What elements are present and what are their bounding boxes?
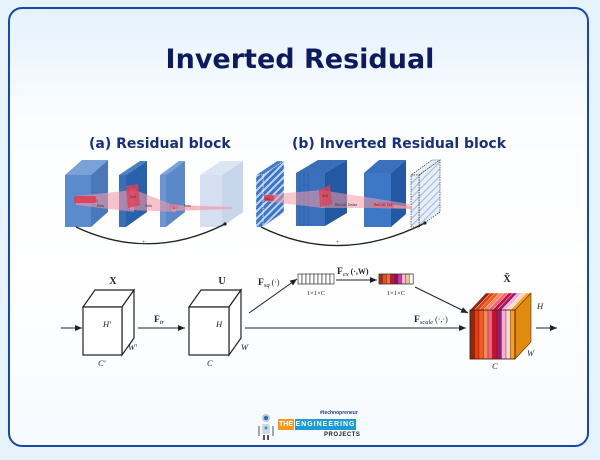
excite-cell bbox=[394, 273, 399, 285]
inverted-residual-block-label: (b) Inverted Residual block bbox=[292, 136, 507, 152]
residual-block-diagram: 1 3x3 1 Relu Relu Relu + bbox=[65, 160, 243, 246]
inverted-op-1: 1x1 bbox=[265, 197, 271, 201]
excite-cell bbox=[409, 273, 414, 285]
residual-act-3: Relu bbox=[184, 204, 191, 208]
inverted-depthwise-layer bbox=[364, 160, 406, 227]
inverted-output-layer bbox=[410, 159, 441, 228]
squeeze-cell bbox=[329, 273, 335, 285]
output-channel-front bbox=[492, 309, 498, 360]
input-tensor-width: W′ bbox=[128, 342, 137, 352]
residual-op-3: 1 bbox=[173, 206, 175, 210]
se-block-diagram: X H′ W′ C′ Ftr U H W C Fsq (·) 1×1×C Fex… bbox=[61, 267, 557, 371]
scale-label: Fscale (·,·) bbox=[414, 315, 448, 326]
input-tensor-channels: C′ bbox=[98, 358, 106, 368]
mid-tensor-channels: C bbox=[207, 358, 213, 368]
residual-op-1: 1 bbox=[96, 199, 98, 203]
excite-cell bbox=[378, 273, 383, 285]
mid-tensor-width: W bbox=[241, 342, 249, 352]
output-channel-front bbox=[483, 309, 489, 360]
residual-skip-connection bbox=[75, 223, 226, 245]
input-tensor-name: X bbox=[109, 276, 117, 287]
mid-tensor-u bbox=[187, 288, 243, 357]
output-channel-front bbox=[501, 309, 507, 360]
excite-shape: 1×1×C bbox=[387, 290, 405, 297]
output-tensor-channels: C bbox=[492, 361, 498, 371]
squeeze-cell bbox=[305, 273, 311, 285]
transform-label: Ftr bbox=[154, 315, 165, 326]
residual-layer-3 bbox=[160, 161, 185, 227]
logo-word-engineering: ENGINEERING bbox=[295, 419, 356, 430]
inverted-op-2: 3x3 bbox=[322, 194, 328, 198]
inverted-skip-connection bbox=[260, 222, 426, 247]
excite-to-output-arrow bbox=[414, 286, 469, 314]
output-tensor-x-tilde bbox=[469, 292, 532, 360]
excite-cell bbox=[401, 273, 406, 285]
inverted-act-1: ReLU6, Dwise bbox=[335, 203, 357, 207]
logo-word-projects: PROJECTS bbox=[324, 432, 361, 438]
output-tensor-name: X̃ bbox=[503, 272, 511, 285]
residual-layer-4-output bbox=[200, 161, 243, 227]
residual-op-2: 3x3 bbox=[130, 195, 136, 199]
squeeze-cell bbox=[325, 273, 331, 285]
squeeze-cell bbox=[309, 273, 315, 285]
logo-tagline: #technopreneur bbox=[320, 410, 358, 416]
output-channel-front bbox=[505, 309, 511, 360]
excite-cell bbox=[382, 273, 387, 285]
mid-tensor-name: U bbox=[218, 276, 225, 287]
robot-icon bbox=[258, 414, 274, 440]
output-tensor-height: H bbox=[536, 301, 544, 311]
output-channel-front bbox=[496, 309, 502, 360]
output-channel-front bbox=[469, 309, 475, 360]
output-channel-front bbox=[478, 309, 484, 360]
input-tensor-height: H′ bbox=[102, 319, 111, 329]
squeeze-cell bbox=[313, 273, 319, 285]
squeeze-cell bbox=[297, 273, 303, 285]
inverted-residual-block-diagram: 1x1 3x3 ReLU6, Dwise ReLU6, 1x1 + bbox=[255, 159, 441, 247]
squeeze-cell bbox=[301, 273, 307, 285]
excite-cell bbox=[397, 273, 402, 285]
residual-block-label: (a) Residual block bbox=[89, 136, 231, 152]
inverted-input-layer bbox=[255, 160, 285, 228]
residual-add-symbol: + bbox=[142, 240, 146, 246]
input-tensor-x bbox=[81, 288, 136, 357]
output-channel-front bbox=[487, 309, 493, 360]
squeeze-arrow bbox=[248, 278, 298, 314]
squeeze-vector bbox=[297, 273, 335, 285]
excite-vector bbox=[378, 273, 414, 285]
squeeze-label: Fsq (·) bbox=[258, 278, 280, 289]
inverted-add-symbol: + bbox=[336, 240, 340, 246]
inverted-expansion-layer bbox=[296, 160, 347, 226]
excite-label: Fex (·,W) bbox=[337, 267, 369, 278]
excite-cell bbox=[390, 273, 395, 285]
squeeze-shape: 1×1×C bbox=[307, 290, 325, 297]
logo-word-the: THE bbox=[278, 419, 294, 430]
residual-act-2: Relu bbox=[145, 204, 152, 208]
inverted-act-2: ReLU6, 1x1 bbox=[374, 203, 393, 207]
residual-act-1: Relu bbox=[97, 204, 104, 208]
squeeze-cell bbox=[317, 273, 323, 285]
squeeze-cell bbox=[321, 273, 327, 285]
excite-cell bbox=[386, 273, 391, 285]
slide-title: Inverted Residual bbox=[165, 44, 435, 75]
output-channel-front bbox=[510, 309, 516, 360]
slide-frame bbox=[8, 7, 589, 447]
engineering-projects-logo: #technopreneur THE ENGINEERING PROJECTS bbox=[254, 410, 364, 444]
mid-tensor-height: H bbox=[215, 319, 223, 329]
excite-cell bbox=[405, 273, 410, 285]
output-tensor-width: W bbox=[527, 348, 535, 358]
output-channel-front bbox=[474, 309, 480, 360]
